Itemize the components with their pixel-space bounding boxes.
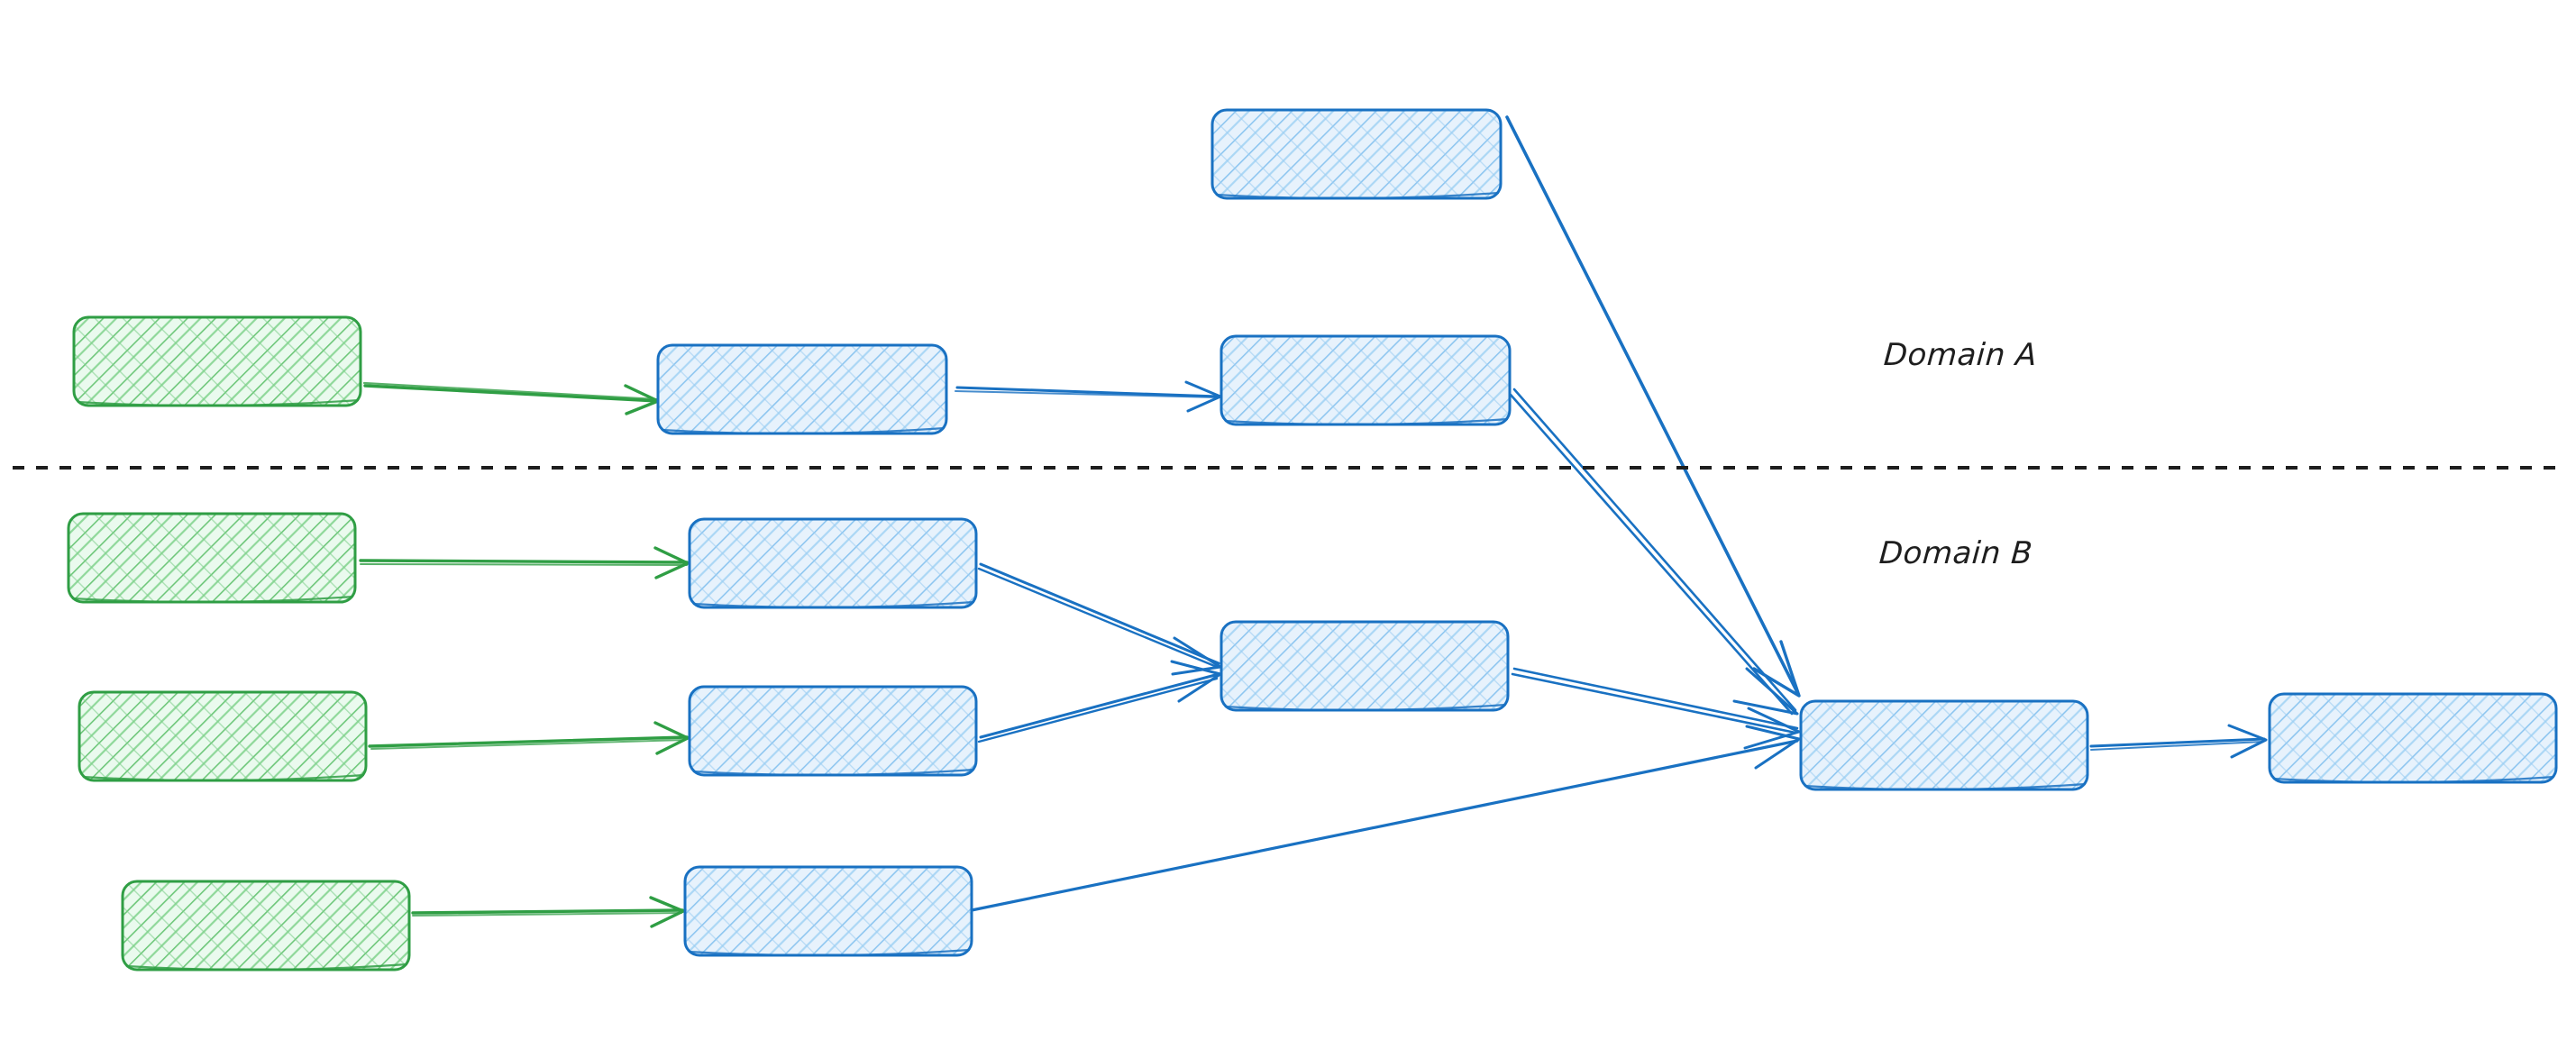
node-n9-process[interactable] [688, 685, 978, 777]
edge-n8-to-n11 [977, 562, 1222, 676]
edge-n5-to-n8 [359, 546, 690, 579]
node-n1-source[interactable] [72, 315, 362, 407]
node-n13-process[interactable] [2268, 692, 2558, 784]
node-n7-source[interactable] [121, 880, 411, 971]
edge-n10-to-n12 [970, 725, 1801, 912]
node-n2-process[interactable] [656, 343, 948, 435]
node-n4-process[interactable] [1210, 108, 1503, 200]
edge-n1-to-n2 [362, 381, 660, 415]
edge-n7-to-n10 [411, 896, 685, 928]
node-n8-process[interactable] [688, 517, 978, 609]
edge-n2-to-n3 [955, 380, 1222, 413]
edge-n12-to-n13 [2089, 724, 2268, 759]
node-n5-source[interactable] [67, 512, 357, 604]
domain-a-label: Domain A [1882, 337, 2039, 373]
edge-n6-to-n9 [368, 721, 690, 755]
node-n6-source[interactable] [78, 690, 368, 782]
node-n11-process[interactable] [1219, 620, 1510, 712]
edge-n11-to-n12 [1511, 667, 1801, 750]
edge-n3-to-n12 [1509, 388, 1799, 716]
nodes-layer [67, 108, 2558, 971]
node-n12-process[interactable] [1799, 699, 2089, 791]
node-n10-process[interactable] [683, 865, 973, 957]
edges-layer [359, 115, 2268, 928]
edge-n4-to-n12 [1505, 115, 1801, 698]
node-n3-process[interactable] [1219, 334, 1512, 426]
domain-b-label: Domain B [1877, 535, 2034, 571]
